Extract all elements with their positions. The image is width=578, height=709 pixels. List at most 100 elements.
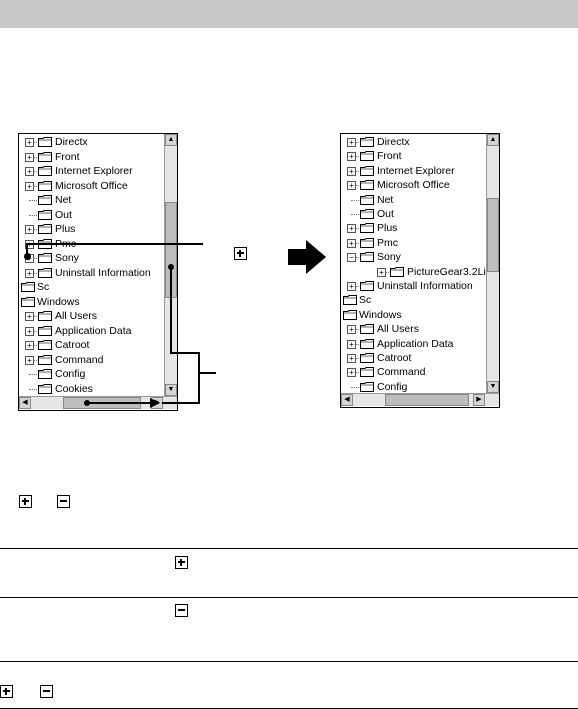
plus-box-icon[interactable]: + — [25, 341, 34, 350]
tree-item[interactable]: Config — [341, 380, 486, 394]
plus-box-icon[interactable]: + — [25, 225, 34, 234]
tree-item-label: Front — [55, 150, 80, 163]
tree-item[interactable]: + Front — [19, 150, 164, 164]
folder-icon — [38, 195, 52, 205]
plus-box-icon[interactable]: + — [347, 224, 356, 234]
plus-box-icon[interactable]: + — [25, 167, 34, 176]
right-horizontal-scrollbar[interactable]: ◀ ▶ — [341, 393, 499, 406]
tree-item[interactable]: +Plus — [341, 221, 486, 235]
tree-item[interactable]: +All Users — [19, 309, 164, 323]
table-rule — [0, 661, 578, 662]
tree-item[interactable]: +PictureGear3.2Lite — [341, 265, 495, 279]
tree-connector — [29, 374, 37, 375]
minus-box-icon[interactable]: − — [347, 253, 356, 263]
tree-item[interactable]: Config — [19, 367, 164, 381]
plus-box-icon[interactable]: + — [347, 181, 356, 191]
right-folder-tree-panel[interactable]: +Directx+Front+Internet Explorer+Microso… — [340, 133, 500, 408]
tree-item[interactable]: +Catroot — [341, 351, 486, 365]
tree-item-label: Windows — [359, 308, 402, 321]
folder-icon — [38, 224, 52, 234]
tree-item[interactable]: +Catroot — [19, 338, 164, 352]
plus-box-icon[interactable]: + — [347, 325, 356, 335]
tree-item[interactable]: Net — [19, 193, 164, 207]
folder-icon — [390, 266, 404, 277]
tree-item[interactable]: +Command — [19, 353, 164, 367]
tree-item[interactable]: +All Users — [341, 322, 486, 336]
left-folder-tree-panel[interactable]: +Directx+Front+Internet Explorer+Microso… — [18, 133, 178, 411]
plus-box-icon — [175, 556, 188, 569]
tree-item[interactable]: Out — [19, 208, 164, 222]
plus-box-icon — [234, 247, 247, 260]
scroll-thumb-horizontal[interactable] — [385, 394, 469, 406]
tree-item[interactable]: +Microsoft Office — [19, 179, 164, 193]
tree-item[interactable]: +Sony — [19, 251, 164, 265]
tree-item-label: Sc — [359, 294, 372, 307]
tree-item-label: Sony — [55, 252, 79, 264]
folder-icon — [38, 253, 52, 263]
scroll-up-button[interactable]: ▲ — [165, 134, 177, 146]
tree-connector — [351, 386, 359, 388]
tree-item[interactable]: −Sony — [341, 250, 486, 264]
tree-item[interactable]: Windows — [19, 295, 164, 309]
tree-item[interactable]: +Application Data — [19, 324, 164, 338]
plus-box-icon[interactable]: + — [25, 326, 34, 336]
tree-item-label: Config — [377, 380, 408, 393]
tree-connector — [29, 214, 37, 216]
tree-item[interactable]: +Internet Explorer — [19, 164, 164, 178]
table-rule — [0, 548, 578, 549]
callout-dot — [84, 400, 90, 406]
scroll-down-button[interactable]: ▼ — [487, 381, 499, 393]
tree-item[interactable]: Net — [341, 193, 486, 207]
folder-icon — [38, 166, 52, 176]
tree-item-label: Application Data — [377, 337, 454, 350]
plus-box-icon[interactable]: + — [347, 354, 356, 363]
plus-box-icon[interactable]: + — [25, 138, 34, 147]
plus-box-icon[interactable]: + — [347, 152, 356, 162]
plus-box-icon[interactable]: + — [347, 166, 356, 176]
tree-item[interactable]: Cookies — [19, 382, 164, 396]
plus-box-icon[interactable]: + — [25, 355, 34, 365]
tree-item[interactable]: +Front — [341, 149, 486, 163]
tree-item[interactable]: Out — [341, 207, 486, 221]
plus-box-icon[interactable]: + — [347, 282, 356, 291]
folder-icon — [38, 383, 52, 394]
folder-icon — [38, 209, 52, 220]
right-vertical-scrollbar[interactable]: ▲ ▼ — [486, 134, 499, 393]
plus-box-icon[interactable]: + — [347, 368, 356, 378]
plus-box-icon[interactable]: + — [347, 238, 356, 248]
tree-item[interactable]: + Internet Explorer — [341, 164, 486, 178]
folder-icon — [38, 340, 52, 350]
plus-box-icon[interactable]: + — [347, 138, 356, 147]
plus-box-icon[interactable]: + — [25, 312, 34, 321]
scroll-left-button[interactable]: ◀ — [19, 397, 31, 409]
scroll-right-button[interactable]: ▶ — [473, 394, 485, 406]
folder-icon — [360, 180, 374, 191]
folder-icon — [38, 369, 52, 379]
tree-item-label: Uninstall Information — [377, 280, 473, 292]
tree-item[interactable]: +Directx — [19, 135, 164, 149]
tree-item[interactable]: +Microsoft Office — [341, 178, 486, 192]
scroll-left-button[interactable]: ◀ — [341, 394, 353, 406]
tree-item[interactable]: + Uninstall Information — [341, 279, 486, 293]
plus-box-icon[interactable]: + — [25, 181, 34, 191]
tree-item[interactable]: Sc — [19, 280, 164, 294]
tree-item[interactable]: Sc — [341, 293, 486, 307]
folder-icon — [360, 165, 374, 176]
tree-item[interactable]: +Pmc — [341, 236, 486, 250]
scroll-thumb[interactable] — [487, 198, 499, 272]
tree-item[interactable]: +Directx — [341, 135, 486, 149]
plus-box-icon[interactable]: + — [347, 339, 356, 349]
tree-item[interactable]: + Application Data — [341, 337, 486, 351]
tree-item[interactable]: +Uninstall Information — [19, 266, 164, 280]
tree-item[interactable]: Windows — [341, 308, 486, 322]
tree-item[interactable]: +Command — [341, 365, 486, 379]
plus-box-icon[interactable]: + — [377, 267, 386, 277]
plus-box-icon[interactable]: + — [25, 268, 34, 278]
tree-item-label: Out — [55, 208, 72, 221]
plus-box-icon[interactable]: + — [25, 152, 34, 162]
scroll-up-button[interactable]: ▲ — [487, 134, 499, 146]
scroll-down-button[interactable]: ▼ — [165, 384, 177, 396]
tree-item-label: Net — [55, 194, 72, 206]
tree-item-label: Internet Explorer — [377, 164, 455, 177]
tree-item[interactable]: +Plus — [19, 222, 164, 236]
